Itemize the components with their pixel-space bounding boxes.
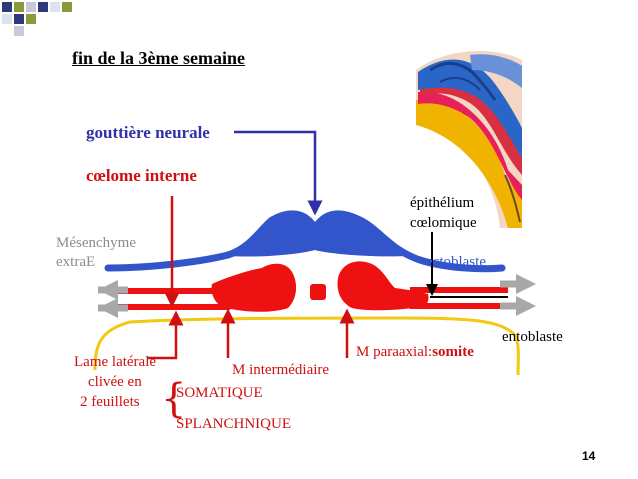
left-somite <box>258 263 296 310</box>
label-coelomic-epithelium-2: cœlomique <box>410 215 477 231</box>
label-somite: somite <box>432 344 474 360</box>
label-somatic: SOMATIQUE <box>176 385 263 401</box>
brace-symbol: { <box>161 376 186 422</box>
corner-decoration <box>2 2 72 36</box>
label-intermediate-mesoderm: M intermédiaire <box>232 362 329 378</box>
deco-square <box>26 2 36 12</box>
label-lateral-plate-2: clivée en <box>88 374 142 390</box>
label-splanchnic: SPLANCHNIQUE <box>176 416 291 432</box>
deco-square <box>26 14 36 24</box>
page-number: 14 <box>582 449 596 463</box>
deco-square <box>14 14 24 24</box>
cross-section <box>93 210 536 376</box>
label-internal-coelom: cœlome interne <box>86 166 197 185</box>
label-ectoderm: ectoblaste <box>426 254 486 270</box>
label-mesenchyme-2: extraE <box>56 254 95 270</box>
yellow-layer <box>416 99 522 229</box>
label-paraxial-mesoderm: M paraaxial:somite <box>356 344 474 360</box>
endoderm-line <box>93 316 520 376</box>
notochord <box>310 284 326 300</box>
leader-arrows <box>148 130 438 360</box>
red-layer <box>418 91 522 200</box>
deco-square <box>50 2 60 12</box>
label-lateral-plate-3: 2 feuillets <box>80 394 140 410</box>
deco-square <box>14 2 24 12</box>
deco-square <box>62 2 72 12</box>
label-coelomic-epithelium-1: épithélium <box>410 195 474 211</box>
slide-title: fin de la 3ème semaine <box>72 48 245 68</box>
deco-square <box>38 2 48 12</box>
deco-square <box>14 26 24 36</box>
lateral-plate-arrow <box>148 310 184 360</box>
blue-layer <box>418 59 522 158</box>
label-paraxial-text: M paraaxial: <box>356 344 432 360</box>
deco-square <box>2 2 12 12</box>
right-somite <box>337 261 429 311</box>
embryo-3d-illustration <box>412 40 522 230</box>
label-endoderm: entoblaste <box>502 329 563 345</box>
label-neural-groove: gouttière neurale <box>86 123 210 142</box>
neural-plate <box>228 212 410 257</box>
label-mesenchyme-1: Mésenchyme <box>56 235 136 251</box>
label-lateral-plate-1: Lame latérale <box>74 354 156 370</box>
deco-square <box>2 14 12 24</box>
ectoderm-line <box>104 210 506 273</box>
neural-groove-arrow <box>234 130 323 216</box>
